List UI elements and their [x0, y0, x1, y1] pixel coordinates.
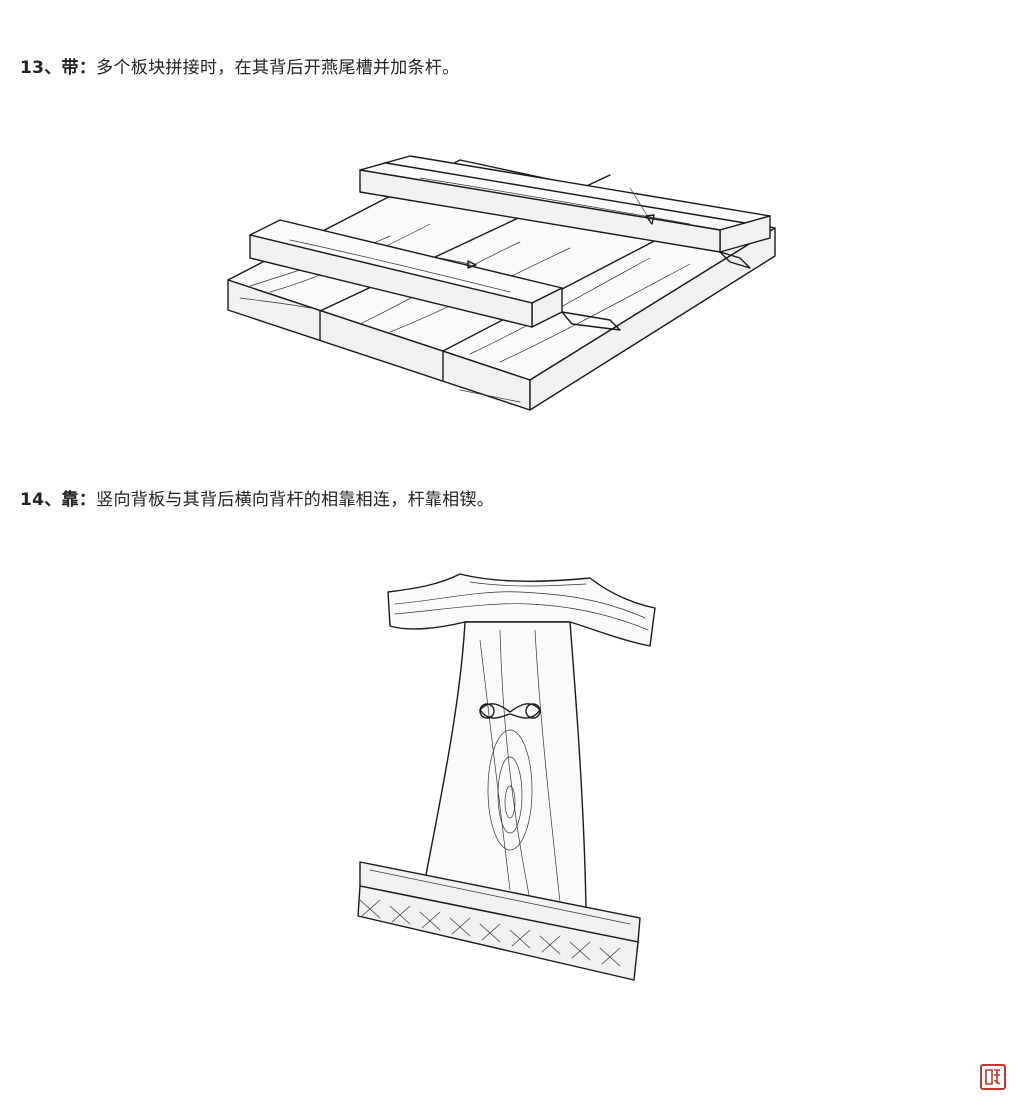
- section-13-caption: 13、带：多个板块拼接时，在其背后开燕尾槽并加条杆。: [20, 56, 459, 80]
- section-13-number: 13、带：: [20, 58, 97, 78]
- section-13-text: 多个板块拼接时，在其背后开燕尾槽并加条杆。: [96, 58, 460, 78]
- board-batten-dovetail-drawing: [227, 155, 776, 411]
- chair-back-splat-drawing: [357, 573, 656, 981]
- section-14-caption: 14、靠：竖向背板与其背后横向背杆的相靠相连，杆靠相锲。: [20, 488, 494, 512]
- section-14-number: 14、靠：: [20, 490, 97, 510]
- section-14-text: 竖向背板与其背后横向背杆的相靠相连，杆靠相锲。: [96, 490, 495, 510]
- seat-hatch: [359, 899, 621, 967]
- red-seal-stamp-icon: [980, 1064, 1006, 1090]
